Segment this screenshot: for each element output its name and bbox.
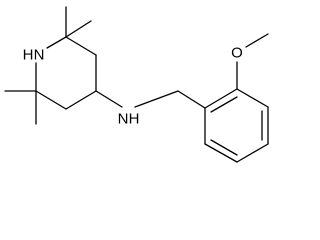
ring-nitrogen-label: N — [34, 47, 45, 64]
bond-c2-c3 — [65, 36, 97, 56]
bond-ar4-ar5 — [236, 143, 269, 163]
bond-c2-methyl-b — [65, 20, 92, 38]
amine-nitrogen-label: N — [118, 111, 129, 128]
amine-nitrogen-h-label: H — [129, 111, 140, 128]
bonds — [4, 6, 269, 163]
ring-nitrogen-h-label: H — [23, 47, 34, 64]
bond-hn-c2 — [46, 36, 67, 49]
chemical-structure: H N N H O — [4, 6, 269, 163]
bond-nh-ch2 — [134, 90, 179, 108]
bond-ar5-ar6 — [204, 143, 238, 163]
atom-labels: H N N H O — [23, 45, 243, 128]
bond-c4-c5 — [65, 90, 97, 110]
bond-c5-c6 — [35, 90, 67, 110]
bond-ch2-ar1 — [177, 90, 206, 109]
ether-oxygen-label: O — [231, 45, 243, 62]
bond-o-methyl — [245, 33, 269, 48]
bond-ar1-ar2-inner — [210, 96, 238, 113]
bond-ar1-ar2 — [204, 88, 238, 109]
bond-ar5-ar6-inner — [210, 139, 238, 156]
bond-ar2-ar3 — [236, 88, 269, 108]
bond-c4-nh — [95, 90, 123, 108]
